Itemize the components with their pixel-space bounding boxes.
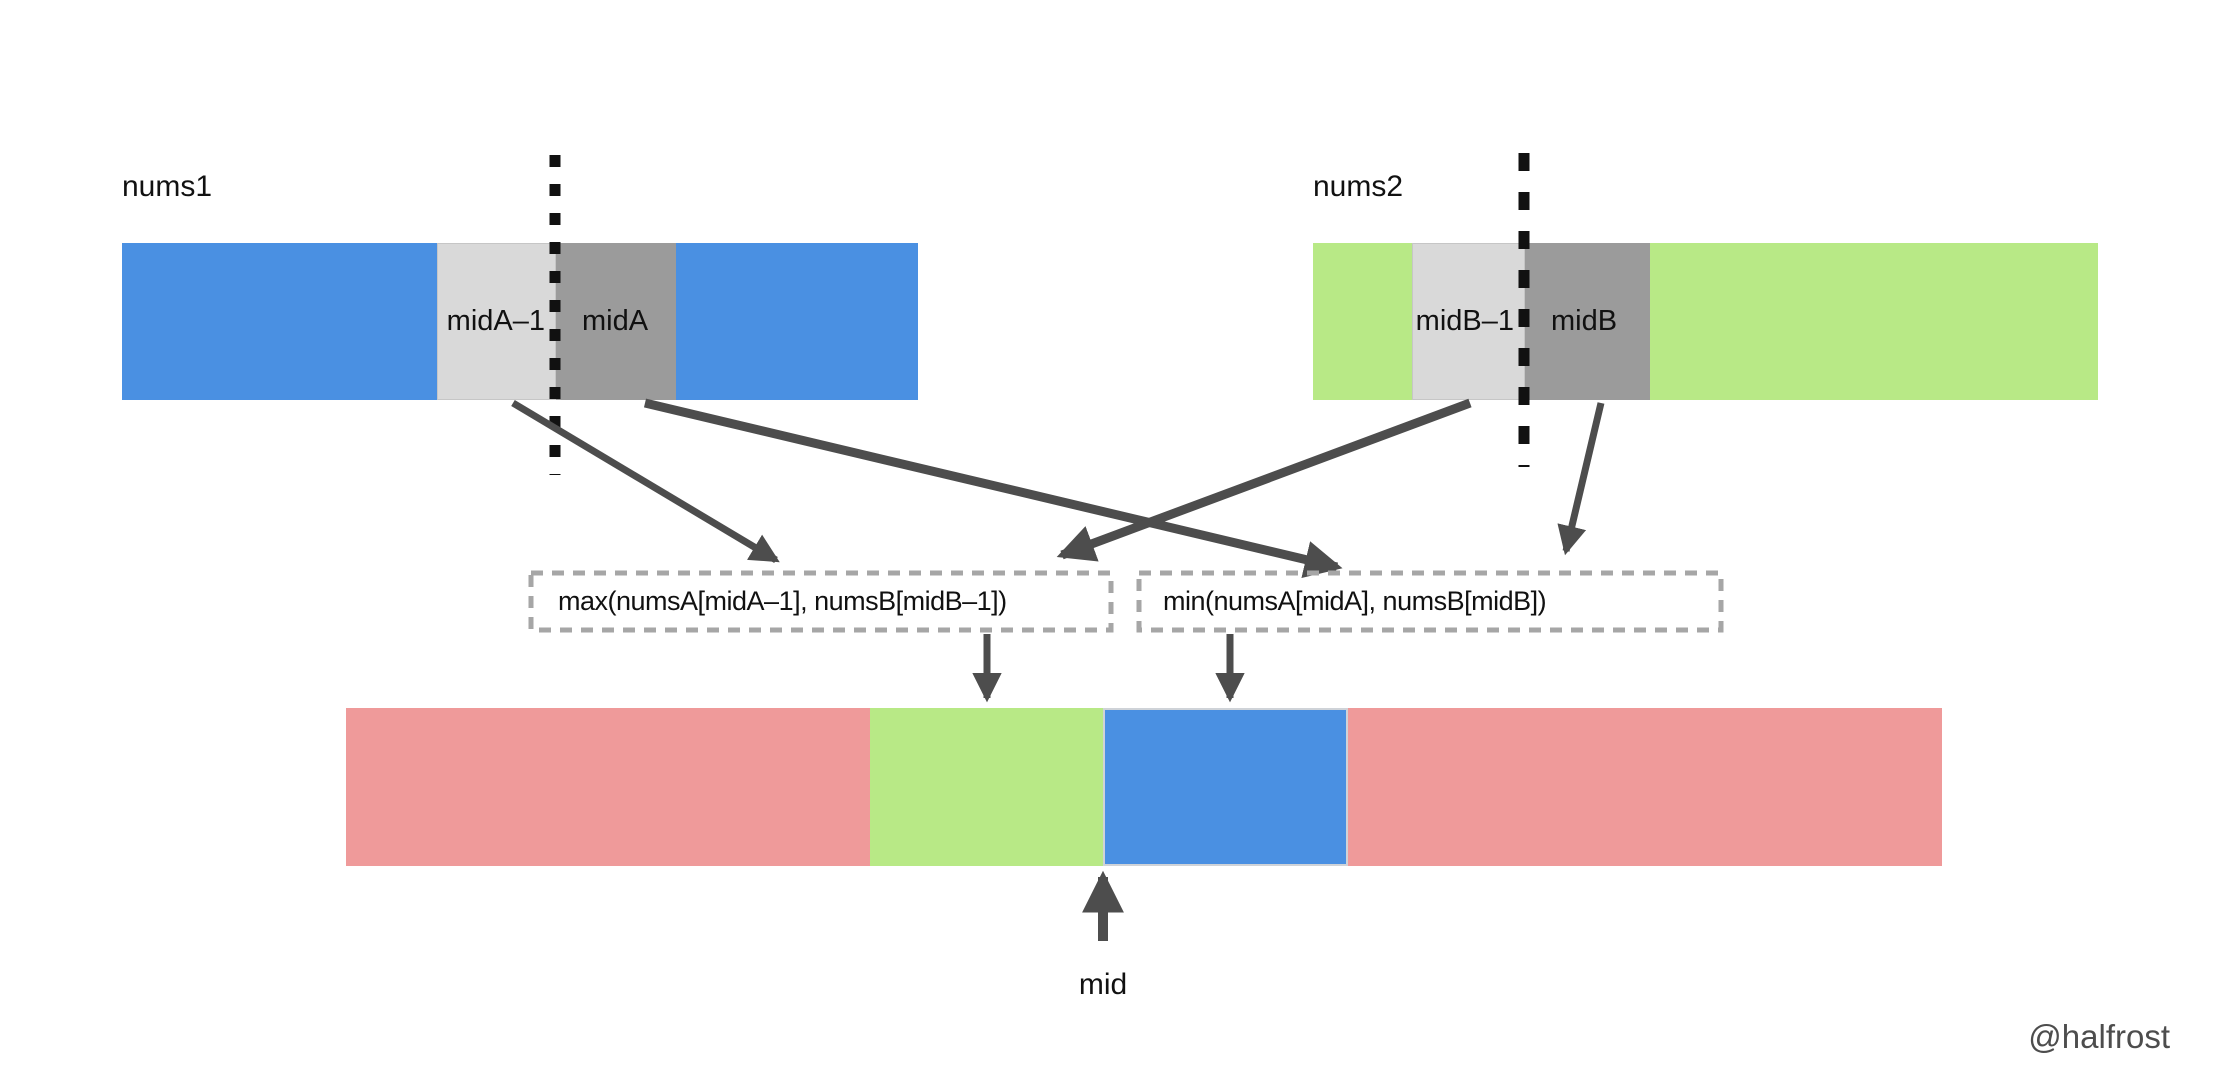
mid-label: mid (1078, 968, 1128, 1001)
midB-cell-label: midB (1551, 305, 1618, 337)
midB-1-cell: midB–1 (1412, 243, 1525, 400)
nums2-label: nums2 (1313, 170, 1404, 203)
merged-blue-segment (1103, 708, 1348, 866)
nums1-label: nums1 (122, 170, 213, 203)
midA-cell-label: midA (582, 305, 649, 337)
nums2-left-segment (1313, 243, 1412, 400)
midA-1-cell: midA–1 (437, 243, 556, 400)
min-box-formula: min(numsA[midA], numsB[midB]) (1163, 586, 1547, 616)
midB-cell: midB (1525, 243, 1650, 400)
nums1-left-segment (122, 243, 437, 400)
nums1-bar: midA–1 midA (122, 243, 918, 400)
max-box-formula: max(numsA[midA–1], numsB[midB–1]) (558, 586, 1007, 616)
arrow-midB-to-min-box (1557, 402, 1605, 556)
midA-cell: midA (556, 243, 676, 400)
nums2-bar: midB–1 midB (1313, 243, 2098, 400)
merged-green-segment (870, 708, 1103, 866)
midA-1-cell-label: midA–1 (446, 305, 545, 337)
arrow-midA-1-to-max-box (511, 399, 780, 564)
merged-pink-right-segment (1348, 708, 1942, 866)
merged-bar (346, 708, 1942, 866)
arrow-midB-1-to-max-box (1056, 398, 1472, 562)
midB-1-cell-label: midB–1 (1415, 305, 1514, 337)
nums2-right-segment (1650, 243, 2098, 400)
merged-pink-left-segment (346, 708, 870, 866)
nums1-right-segment (676, 243, 918, 400)
arrow-midA-to-min-box (643, 398, 1343, 578)
watermark: @halfrost (2028, 1018, 2170, 1055)
